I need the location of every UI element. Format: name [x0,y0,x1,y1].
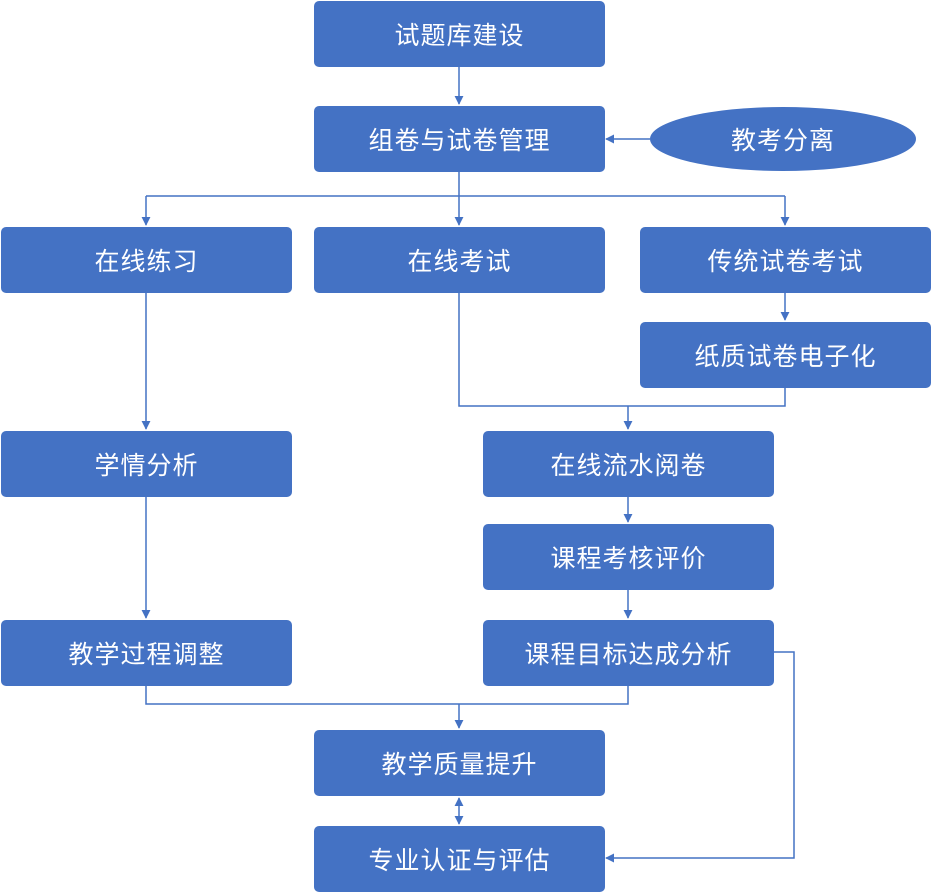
connector-digitize-to-grading-bus [628,388,786,407]
node-accreditation: 专业认证与评估 [314,826,605,892]
connector-branch-bus [146,172,785,197]
connector-objective-analysis-to-accreditation [605,651,795,863]
node-teaching-adjustment: 教学过程调整 [1,620,292,686]
node-paper-assembly: 组卷与试卷管理 [314,106,605,172]
node-learning-analysis: 学情分析 [1,431,292,497]
connector-merge-bus [145,686,629,705]
node-online-practice: 在线练习 [1,227,292,293]
node-online-grading: 在线流水阅卷 [483,431,774,497]
node-course-evaluation: 课程考核评价 [483,524,774,590]
node-objective-analysis: 课程目标达成分析 [483,620,774,686]
node-digitize-paper: 纸质试卷电子化 [640,322,931,388]
node-online-exam: 在线考试 [314,227,605,293]
node-exam-separation: 教考分离 [650,107,916,171]
node-paper-exam: 传统试卷考试 [640,227,931,293]
connector-online-exam-to-grading-bus [458,293,628,407]
node-question-bank: 试题库建设 [314,1,605,67]
node-quality-improvement: 教学质量提升 [314,730,605,796]
